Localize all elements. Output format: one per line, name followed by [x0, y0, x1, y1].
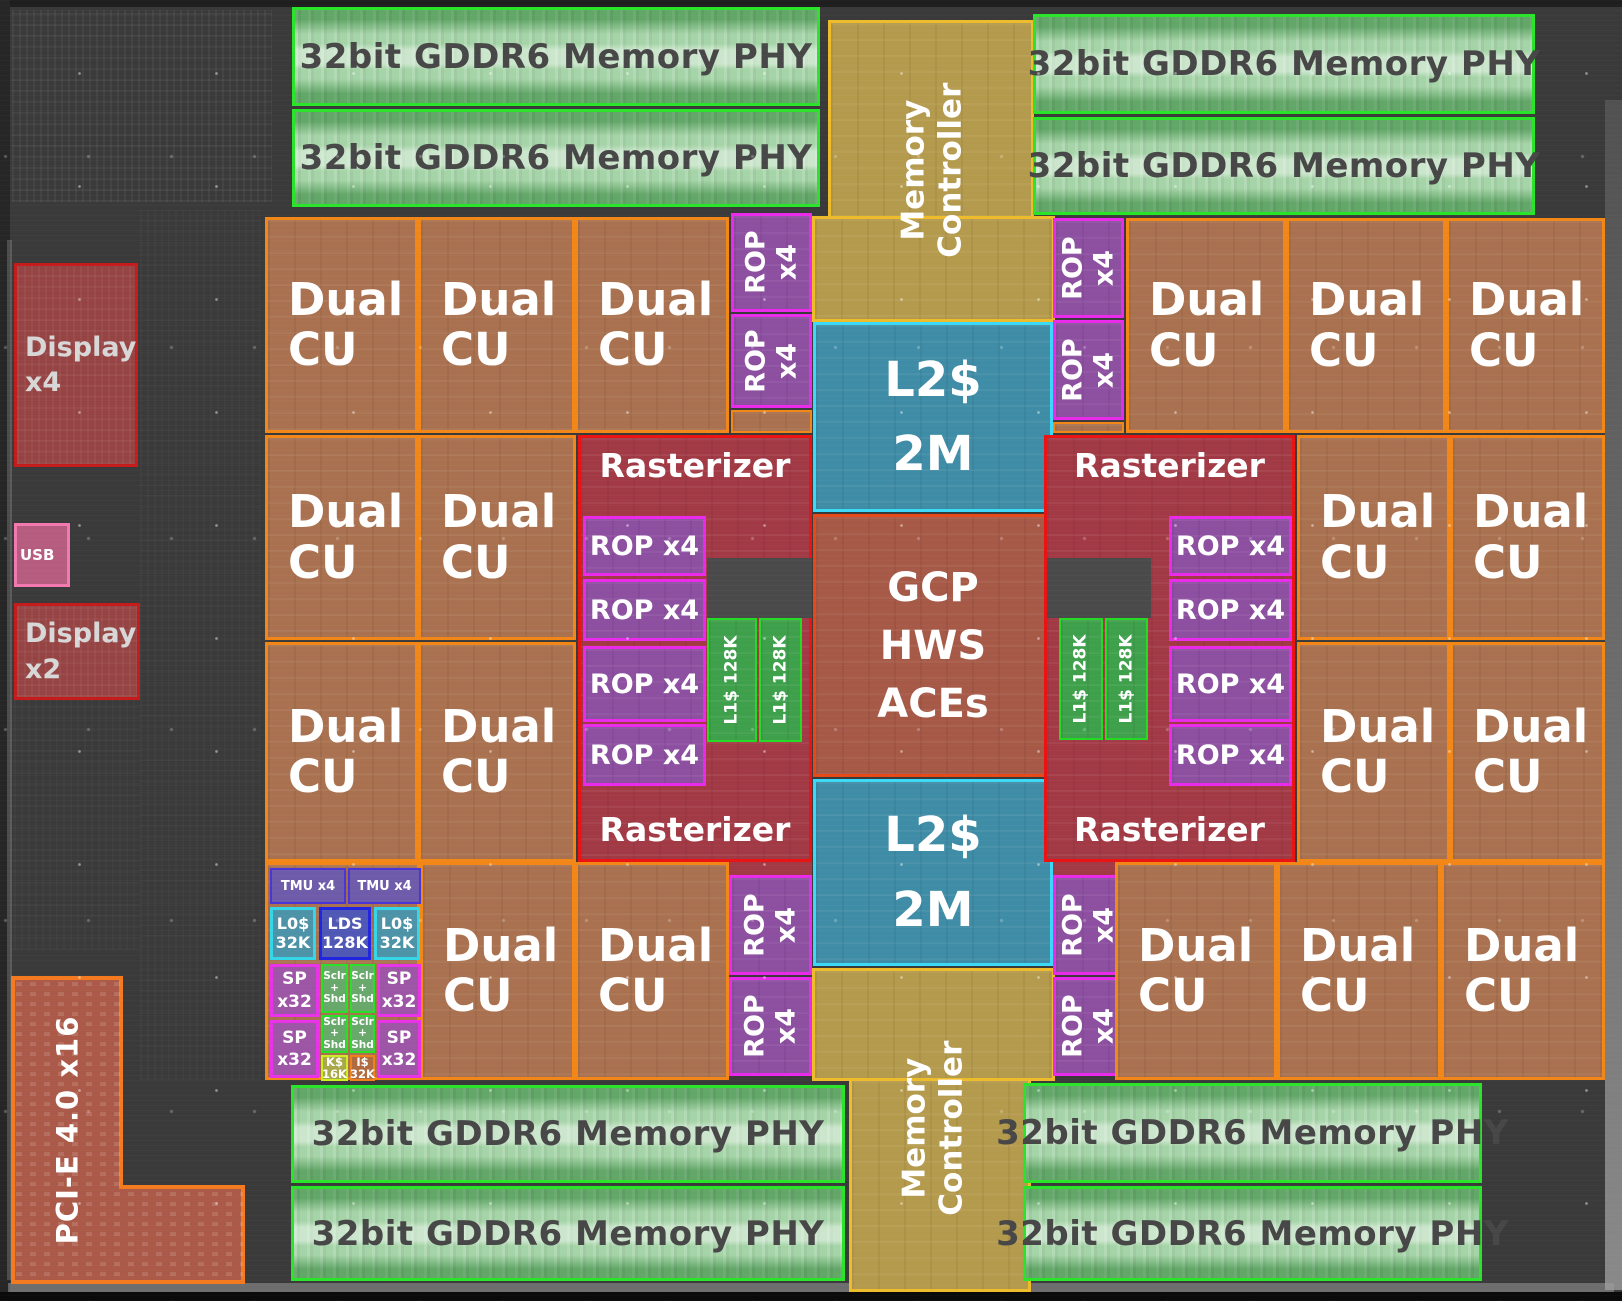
scalar-shader-block: Sclr+Shd: [321, 964, 348, 1013]
l1-cache-block: L1$ 128K: [1105, 618, 1148, 740]
gddr6-phy-bottom-right-2: 32bit GDDR6 Memory PHY: [996, 1186, 1508, 1281]
unlabeled-die-area: [707, 558, 812, 618]
rop-block: ROP x4: [1169, 724, 1292, 786]
rop-block: ROP x4: [583, 724, 706, 786]
rop-block: ROP x4: [1169, 646, 1292, 722]
die-edge-bottom-gray: [8, 1283, 1614, 1292]
tmu-block: TMU x4: [348, 868, 421, 904]
rasterizer-filler: [1053, 862, 1124, 876]
die-texture-left-column: [140, 210, 260, 1080]
k-cache-block: K$16K: [321, 1054, 348, 1081]
die-texture-top-left: [12, 10, 272, 202]
rasterizer-label: Rasterizer: [1074, 810, 1265, 849]
memory-controller-bottom-upper: [812, 968, 1055, 1081]
scalar-shader-block: Sclr+Shd: [350, 1015, 375, 1053]
die-texture-left-io: [0, 690, 140, 950]
rop-block: ROP x4: [1169, 516, 1292, 576]
i-cache-block: I$32K: [350, 1054, 375, 1081]
rasterizer-label: Rasterizer: [1074, 446, 1265, 485]
rasterizer-group-right: Rasterizer L1$ 128K L1$ 128K ROP x4 ROP …: [1044, 435, 1295, 862]
rasterizer-label: Rasterizer: [599, 446, 791, 485]
memory-controller-top-upper: [828, 20, 1034, 219]
die-edge-left: [0, 0, 10, 1292]
rasterizer-label: Rasterizer: [599, 810, 791, 849]
gddr6-phy-top-right-2: 32bit GDDR6 Memory PHY: [1028, 117, 1540, 215]
die-edge-right: [1605, 100, 1622, 1290]
memory-controller-bottom-lower: [849, 1078, 1031, 1292]
l0-cache-block: L0$32K: [374, 907, 420, 960]
scalar-shader-block: Sclr+Shd: [350, 964, 375, 1013]
cu-filler: [731, 410, 812, 433]
die-edge-bottom: [0, 1292, 1622, 1301]
gddr6-phy-top-left-1: 32bit GDDR6 Memory PHY: [292, 7, 820, 106]
l2-cache-bottom: L2$2M: [813, 779, 1053, 966]
rasterizer-group-left: Rasterizer ROP x4 ROP x4 ROP x4 ROP x4 L…: [578, 435, 812, 862]
rop-block: ROP x4: [583, 516, 706, 576]
memory-controller-top-lower: [812, 216, 1055, 322]
die-edge-left-highlight: [7, 240, 12, 1280]
cu-filler: [1053, 422, 1124, 433]
rop-block: ROP x4: [583, 579, 706, 641]
usb-block: USB: [14, 523, 70, 587]
gddr6-phy-top-left-2: 32bit GDDR6 Memory PHY: [292, 109, 820, 207]
l0-cache-block: L0$32K: [270, 907, 316, 960]
l2-cache-top: L2$2M: [813, 322, 1053, 512]
pcie-label-area: PCI-E 4.0 x16: [13, 978, 121, 1282]
rop-block: ROP x4: [1169, 579, 1292, 641]
gddr6-phy-bottom-left-2: 32bit GDDR6 Memory PHY: [291, 1186, 845, 1281]
gddr6-phy-bottom-left-1: 32bit GDDR6 Memory PHY: [291, 1085, 845, 1183]
rasterizer-filler: [729, 862, 812, 876]
pcie-label: PCI-E 4.0 x16: [50, 1015, 84, 1245]
scalar-shader-block: Sclr+Shd: [321, 1015, 348, 1053]
unlabeled-die-area: [1047, 558, 1151, 618]
rop-block: ROP x4: [583, 646, 706, 722]
tmu-block: TMU x4: [270, 868, 346, 904]
gddr6-phy-bottom-right-1: 32bit GDDR6 Memory PHY: [996, 1083, 1508, 1183]
l1-cache-block: L1$ 128K: [707, 618, 757, 742]
l1-cache-block: L1$ 128K: [1059, 618, 1103, 740]
die-edge-top: [0, 0, 1622, 7]
l1-cache-block: L1$ 128K: [759, 618, 802, 742]
gddr6-phy-top-right-1: 32bit GDDR6 Memory PHY: [1028, 14, 1540, 114]
